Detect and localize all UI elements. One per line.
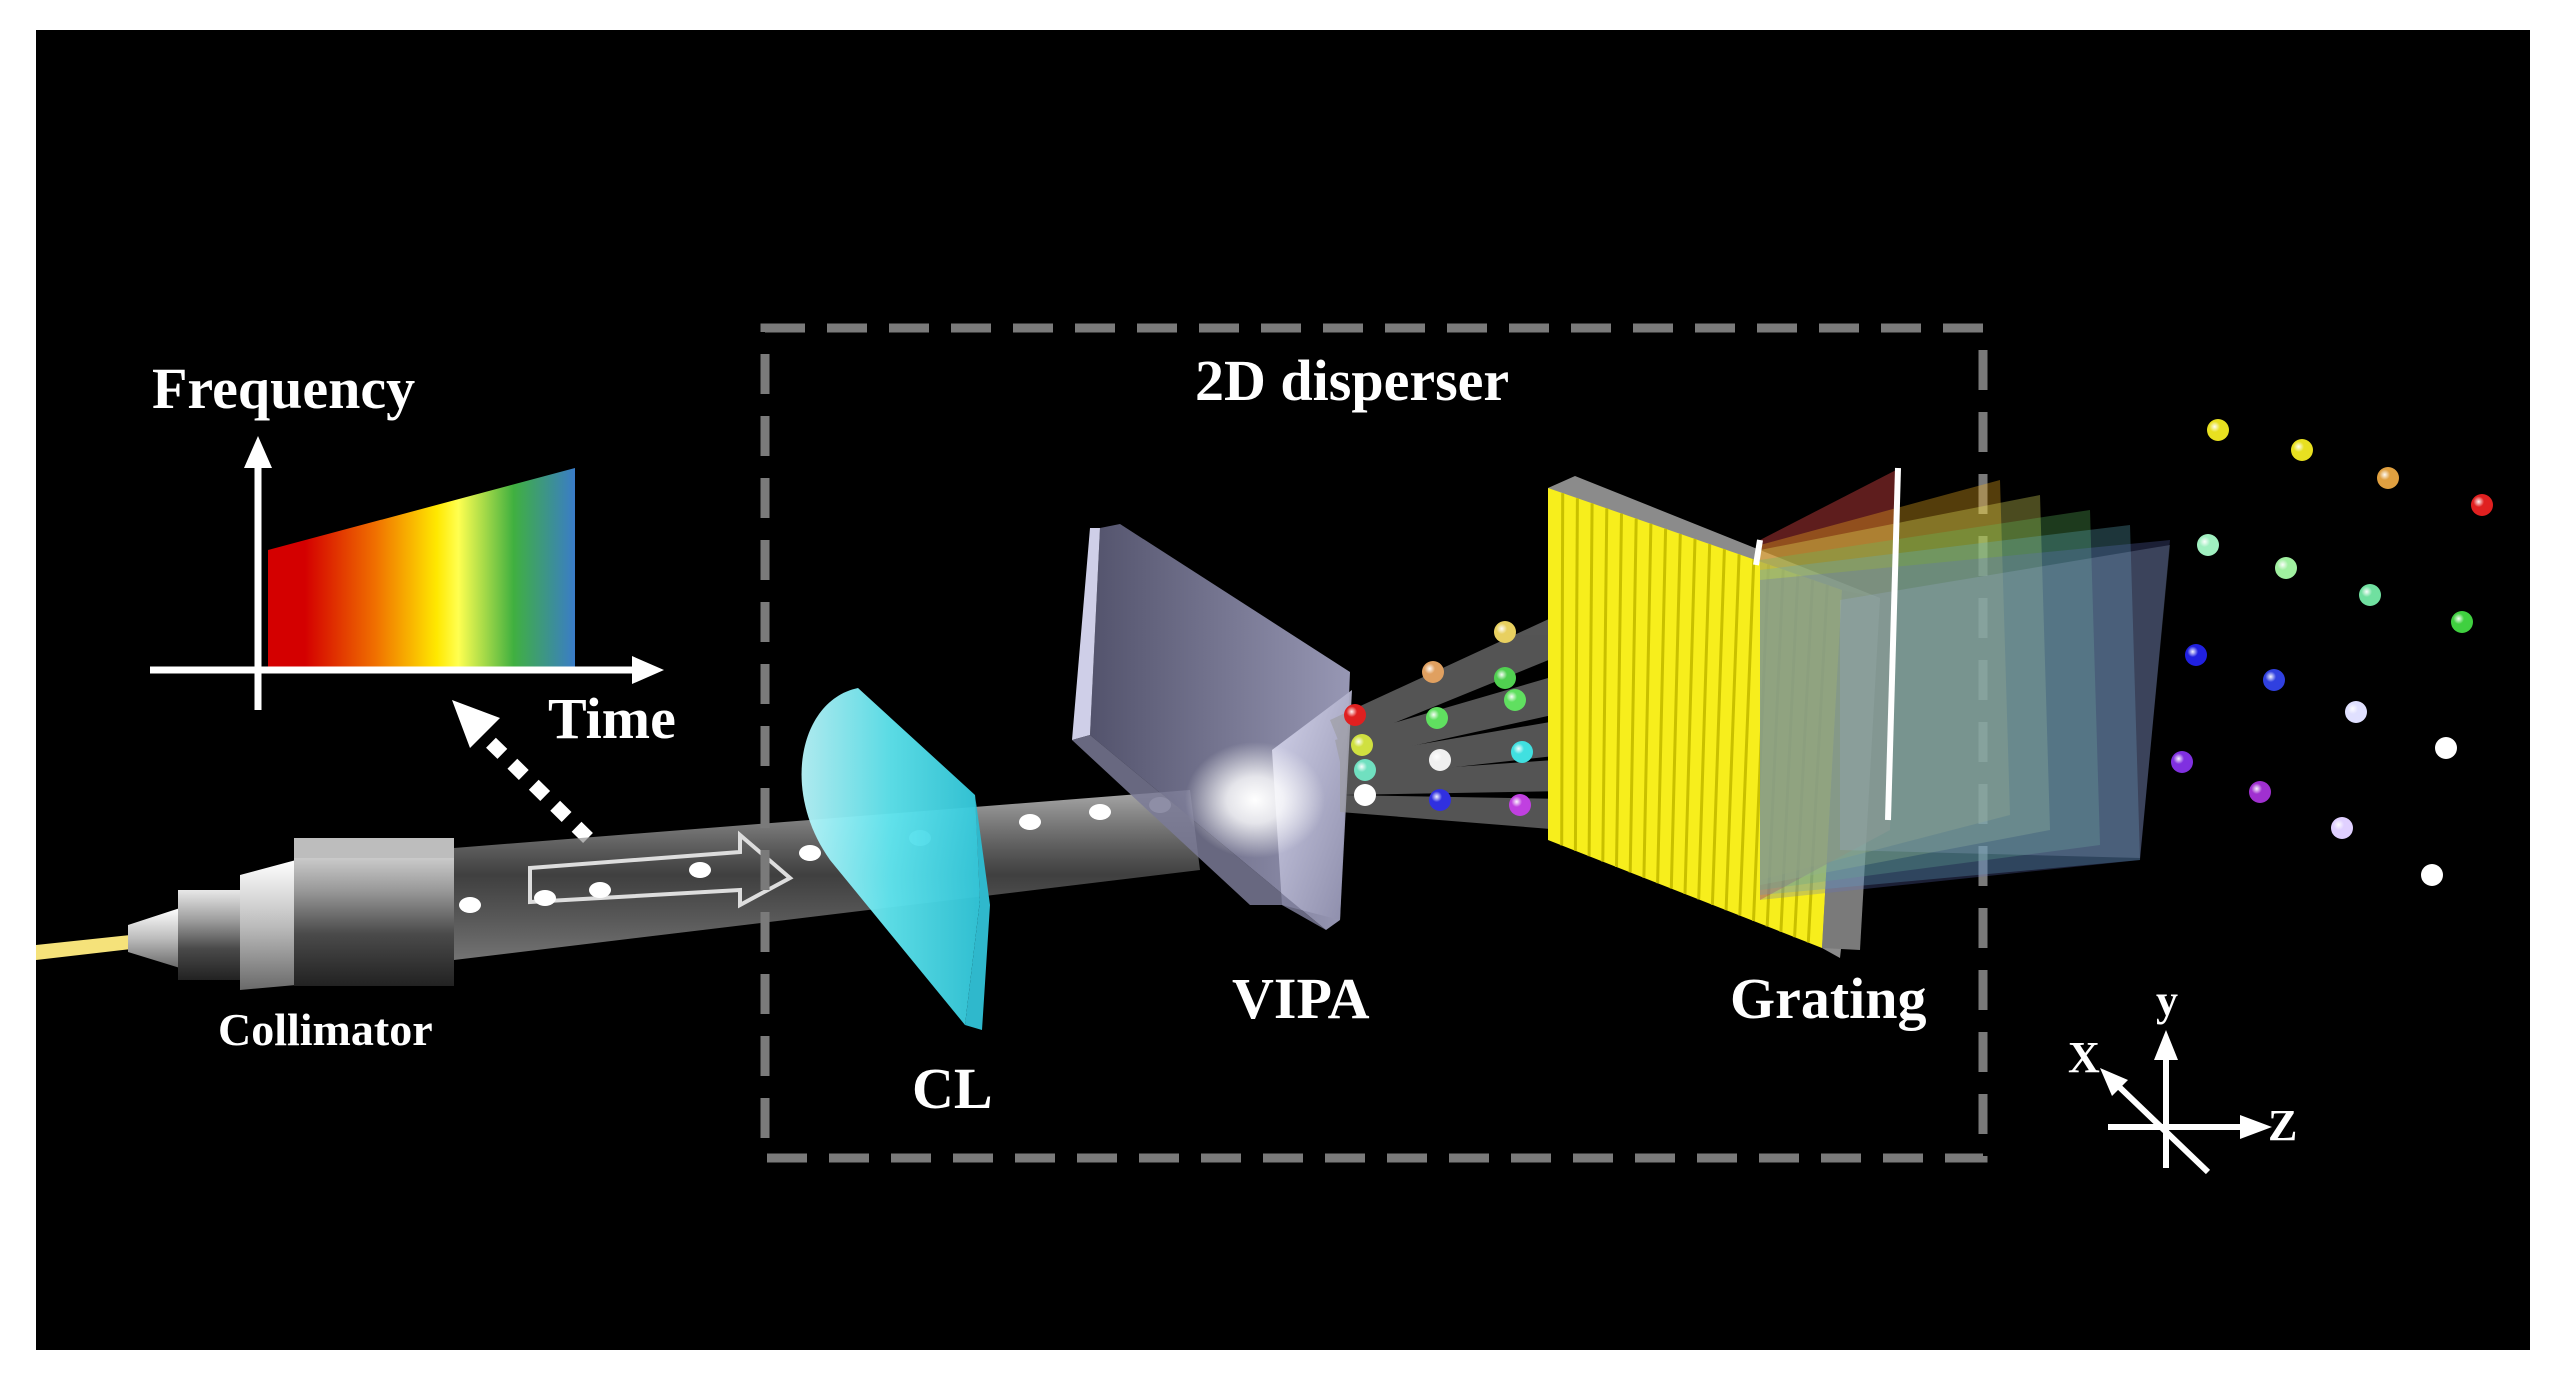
grating-groove (1710, 549, 1726, 905)
grating-groove (1656, 528, 1668, 884)
spectrum-area (268, 468, 575, 668)
output-spot (2263, 669, 2285, 691)
grating-groove (1683, 538, 1697, 895)
output-spot (2421, 864, 2443, 886)
beam-pulse (689, 862, 711, 878)
output-spot (2435, 737, 2457, 759)
grating-grooves (1560, 493, 1829, 943)
beam-pulse (1089, 804, 1111, 820)
disperser-label: 2D disperser (1195, 348, 1509, 413)
frequency-label: Frequency (152, 356, 415, 421)
beam-spot (1354, 784, 1376, 806)
time-label: Time (548, 686, 676, 751)
beam-pulse (799, 845, 821, 861)
beam-spot (1429, 789, 1451, 811)
y-arrowhead (2154, 1030, 2178, 1060)
output-spot (2207, 419, 2229, 441)
beam-spot (1351, 734, 1373, 756)
output-spot (2275, 557, 2297, 579)
output-spot (2359, 584, 2381, 606)
vipa-label: VIPA (1232, 966, 1370, 1031)
beam-spot (1511, 741, 1533, 763)
input-beam (454, 790, 1200, 960)
beam-spot (1494, 621, 1516, 643)
grating-groove (1560, 493, 1565, 846)
output-spot (2291, 439, 2313, 461)
beam-spot (1354, 759, 1376, 781)
grating-label: Grating (1730, 966, 1927, 1031)
output-spot (2345, 701, 2367, 723)
disperser-box (760, 323, 1988, 1163)
fiber (36, 934, 140, 960)
beam-spot (1509, 794, 1531, 816)
axis-z-label: Z (2268, 1101, 2297, 1150)
x-axis (2109, 1077, 2211, 1175)
grating-groove (1765, 569, 1785, 927)
spectrum-inset: Frequency Time (150, 356, 676, 751)
grating-groove (1615, 513, 1623, 868)
grating-groove (1806, 584, 1829, 943)
axis-x-label: X (2068, 1033, 2100, 1082)
beam-pulse (1019, 814, 1041, 830)
spectral-planes (1753, 467, 2170, 900)
collimator-label: Collimator (218, 1004, 433, 1055)
grating-groove (1587, 503, 1594, 857)
beam-pulse (589, 882, 611, 898)
output-spot (2249, 781, 2271, 803)
beam-pulse (459, 897, 481, 913)
inset-x-arrowhead (632, 656, 664, 684)
output-spot (2451, 611, 2473, 633)
sampling-arrow (452, 700, 593, 843)
grating-groove (1697, 544, 1712, 900)
x-arrowhead (2100, 1068, 2128, 1096)
output-spot (2171, 751, 2193, 773)
output-spot (2185, 644, 2207, 666)
grating-groove (1573, 498, 1579, 851)
cl-label: CL (912, 1056, 993, 1121)
output-spot-array (2171, 419, 2493, 886)
output-spot (2331, 817, 2353, 839)
beam-spot (1429, 749, 1451, 771)
z-arrowhead (2240, 1115, 2272, 1139)
beam-spot (1422, 661, 1444, 683)
beam-spot (1426, 707, 1448, 729)
grating-groove (1628, 518, 1638, 873)
grating-groove (1752, 564, 1770, 922)
inset-y-arrowhead (244, 436, 272, 468)
collimator (128, 838, 454, 990)
cylindrical-lens (801, 688, 990, 1030)
grating-groove (1601, 508, 1609, 862)
output-spot (2377, 467, 2399, 489)
grating (1548, 476, 1880, 958)
pulse-arrow-outline (528, 830, 794, 909)
coordinate-axes: y Z X (2068, 976, 2297, 1175)
grating-groove (1669, 533, 1682, 889)
grating-groove (1642, 523, 1653, 878)
grating-groove (1738, 559, 1756, 916)
output-spot (2197, 534, 2219, 556)
grating-groove (1724, 554, 1741, 911)
beam-spot (1494, 667, 1516, 689)
grating-groove (1793, 579, 1815, 938)
beam-spot (1504, 689, 1526, 711)
grating-groove (1779, 574, 1800, 932)
beam-pulse (534, 890, 556, 906)
vipa-hotspot (1185, 742, 1325, 858)
axis-y-label: y (2156, 976, 2178, 1025)
beam-spot (1344, 704, 1366, 726)
output-spot (2471, 494, 2493, 516)
vipa (1072, 524, 1352, 930)
